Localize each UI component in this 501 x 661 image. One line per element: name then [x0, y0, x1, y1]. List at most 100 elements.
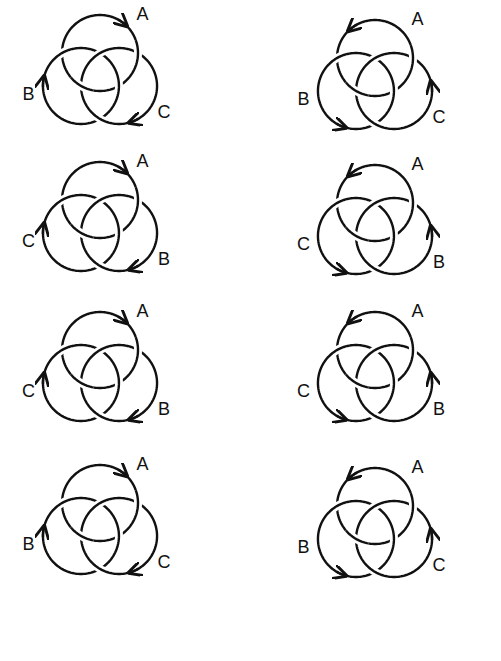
component-label: A	[411, 302, 423, 320]
strand-gap	[136, 40, 138, 66]
strand-gap	[43, 195, 119, 271]
strand-gap	[71, 77, 94, 90]
component-label: C	[158, 103, 171, 121]
knot-strand	[81, 345, 157, 421]
orientation-arrow	[430, 227, 433, 236]
knot-strand	[346, 374, 369, 387]
knot-strand	[411, 45, 413, 71]
strand-gap	[71, 224, 94, 237]
knot-strand	[71, 374, 94, 387]
knot-strand	[81, 48, 157, 124]
knot-strand	[71, 77, 94, 90]
knot-diagram	[318, 312, 432, 421]
orientation-arrow	[118, 167, 126, 173]
knot-diagram	[318, 468, 432, 577]
orientation-arrow	[336, 571, 345, 575]
knot-strand	[136, 490, 138, 516]
strand-gap	[136, 490, 138, 516]
component-label: B	[433, 400, 445, 418]
knot-diagram	[43, 312, 157, 421]
orientation-arrow	[42, 77, 45, 86]
knot-strand	[71, 224, 94, 237]
strand-gap	[71, 527, 94, 540]
orientation-arrow	[430, 82, 433, 91]
orientation-arrow	[130, 415, 139, 419]
component-label: C	[22, 382, 35, 400]
knot-strand	[43, 498, 119, 574]
strand-gap	[346, 227, 369, 240]
component-label: B	[23, 535, 35, 553]
orientation-arrow	[118, 20, 126, 26]
knot-strand	[81, 195, 157, 271]
orientation-arrow	[349, 25, 357, 31]
orientation-arrow	[349, 170, 357, 176]
component-label: B	[158, 250, 170, 268]
knot-strand	[411, 190, 413, 216]
knot-diagram	[43, 15, 157, 124]
component-label: B	[298, 538, 310, 556]
strand-gap	[356, 345, 432, 421]
strand-gap	[71, 374, 94, 387]
component-label: C	[158, 553, 171, 571]
knot-strand	[346, 530, 369, 543]
strand-gap	[136, 337, 138, 363]
orientation-arrow	[130, 568, 139, 572]
knot-strand	[411, 337, 413, 363]
strand-gap	[43, 48, 119, 124]
knot-strand	[43, 345, 119, 421]
orientation-arrow	[42, 527, 45, 536]
knot-strand	[81, 498, 157, 574]
orientation-arrow	[130, 265, 139, 269]
strand-gap	[81, 345, 157, 421]
knot-strand	[356, 198, 432, 274]
component-label: C	[297, 382, 310, 400]
component-label: A	[411, 458, 423, 476]
knot-strand	[43, 48, 119, 124]
knot-strand	[356, 53, 432, 129]
component-label: A	[411, 10, 423, 28]
strand-gap	[356, 198, 432, 274]
orientation-arrow	[130, 118, 139, 122]
knot-strand	[318, 501, 394, 577]
knot-strand	[136, 187, 138, 213]
orientation-arrow	[430, 374, 433, 383]
strand-gap	[346, 82, 369, 95]
orientation-arrow	[118, 317, 126, 323]
component-label: C	[22, 232, 35, 250]
strand-gap	[411, 493, 413, 519]
strand-gap	[318, 345, 394, 421]
knot-diagram	[43, 162, 157, 271]
component-label: B	[433, 253, 445, 271]
knot-strand	[43, 195, 119, 271]
component-label: C	[433, 108, 446, 126]
knot-strand	[71, 527, 94, 540]
knot-strand	[356, 345, 432, 421]
component-label: A	[136, 302, 148, 320]
strand-gap	[346, 530, 369, 543]
component-label: A	[136, 455, 148, 473]
strand-gap	[356, 53, 432, 129]
knot-strand	[411, 493, 413, 519]
knot-strand	[136, 40, 138, 66]
strand-gap	[411, 190, 413, 216]
knot-strand	[318, 198, 394, 274]
strand-gap	[411, 337, 413, 363]
orientation-arrow	[349, 317, 357, 323]
orientation-arrow	[42, 374, 45, 383]
knot-strand	[356, 501, 432, 577]
knot-diagram	[43, 465, 157, 574]
knot-strand	[318, 53, 394, 129]
strand-gap	[346, 374, 369, 387]
component-label: B	[23, 85, 35, 103]
component-label: A	[136, 5, 148, 23]
strand-gap	[81, 195, 157, 271]
orientation-arrow	[430, 530, 433, 539]
component-label: A	[411, 155, 423, 173]
strand-gap	[136, 187, 138, 213]
strand-gap	[318, 198, 394, 274]
strand-gap	[411, 45, 413, 71]
knot-strand	[346, 82, 369, 95]
knot-diagram	[318, 20, 432, 129]
component-label: C	[433, 556, 446, 574]
